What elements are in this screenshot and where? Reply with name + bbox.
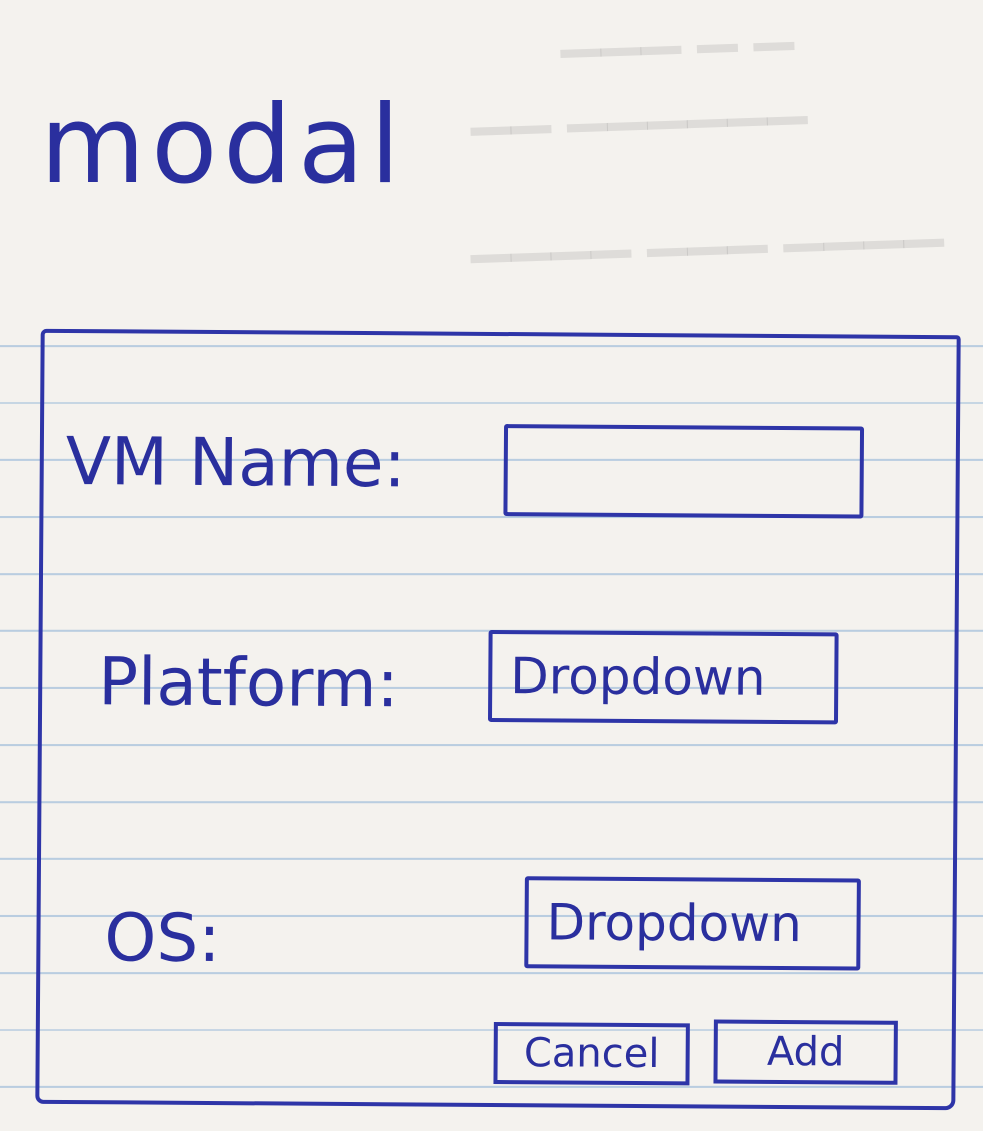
os-dropdown-value: Dropdown	[546, 893, 802, 954]
vm-name-label: VM Name:	[65, 422, 407, 503]
sketch-heading: modal	[40, 83, 407, 208]
ghost-bleed-2: ▁▁ ▁▁▁▁▁▁	[469, 64, 808, 136]
vm-name-input[interactable]	[503, 424, 865, 519]
os-dropdown[interactable]: Dropdown	[524, 876, 861, 971]
os-label: OS:	[104, 899, 221, 978]
platform-dropdown[interactable]: Dropdown	[487, 629, 839, 725]
add-button[interactable]: Add	[713, 1019, 898, 1085]
platform-dropdown-value: Dropdown	[510, 647, 766, 707]
cancel-button[interactable]: Cancel	[493, 1021, 690, 1086]
platform-label: Platform:	[97, 643, 400, 723]
paper-top-area	[0, 0, 983, 285]
modal-dialog: VM Name: Platform: Dropdown OS: Dropdown…	[35, 328, 961, 1111]
ghost-bleed-1: ▁▁▁ ▁ ▁	[559, 0, 794, 59]
